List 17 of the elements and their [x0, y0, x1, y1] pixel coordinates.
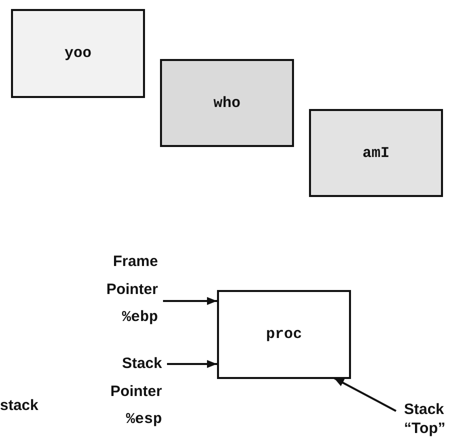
- box-label: amI: [362, 144, 390, 162]
- process-box: [160, 59, 294, 147]
- process-box: [11, 9, 145, 98]
- box-label: proc: [266, 326, 302, 343]
- pointer-label: Stack Pointer: [109, 354, 162, 402]
- arrow: [167, 360, 217, 368]
- process-box: [309, 109, 443, 197]
- pointer-label: Stack “Top”: [404, 400, 446, 438]
- register-name: %ebp: [120, 308, 158, 328]
- pointer-label: Frame Pointer: [105, 252, 158, 300]
- register-name: %esp: [124, 410, 162, 430]
- process-box: [217, 290, 351, 379]
- stack-label: stack: [0, 396, 38, 416]
- arrow: [334, 377, 396, 412]
- box-label: yoo: [64, 45, 92, 62]
- box-label: who: [213, 94, 240, 112]
- arrow: [163, 297, 217, 305]
